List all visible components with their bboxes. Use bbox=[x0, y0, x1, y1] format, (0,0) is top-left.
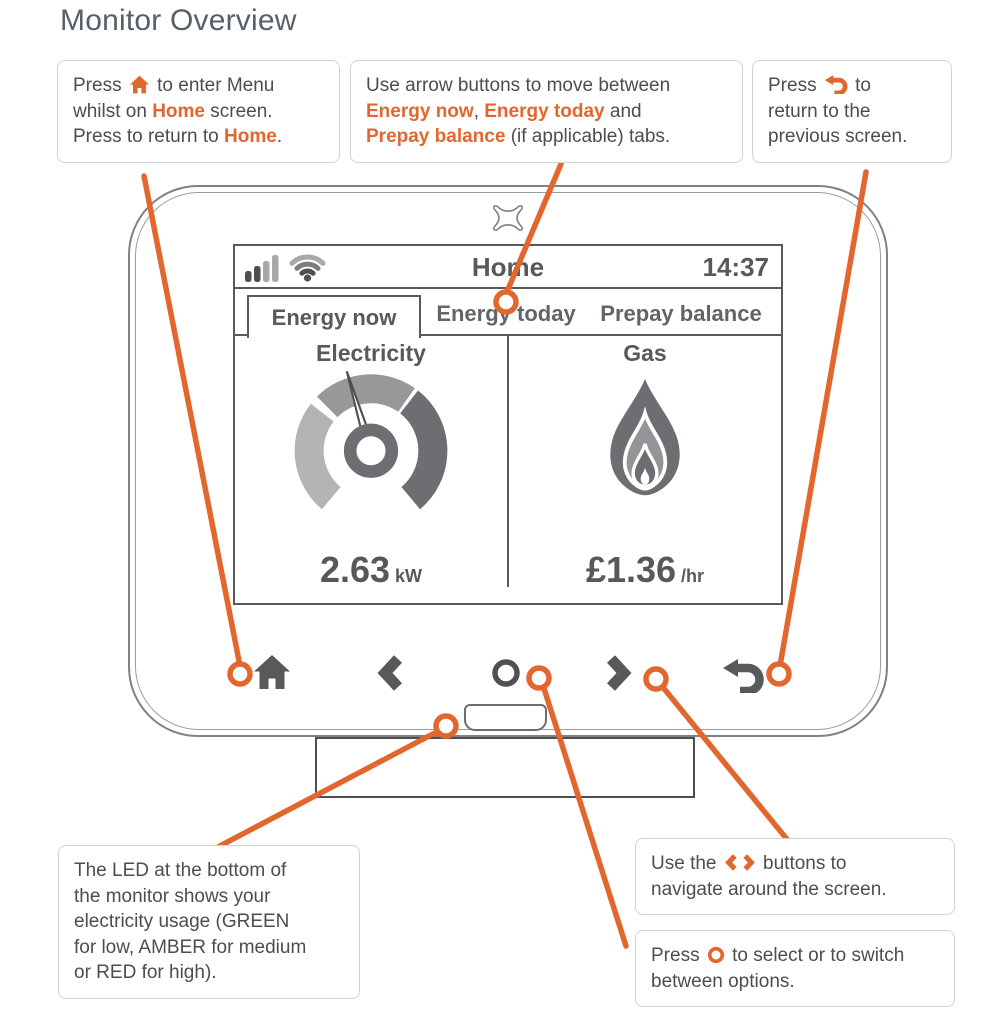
device-screen: Home 14:37 Energy now Energy today Prepa… bbox=[233, 244, 783, 605]
device-stand bbox=[315, 737, 695, 798]
select-button[interactable] bbox=[491, 658, 521, 693]
callout-select: Press to select or to switch between opt… bbox=[635, 930, 955, 1007]
panel-divider bbox=[507, 336, 509, 587]
home-icon bbox=[254, 655, 290, 689]
chevron-right-icon bbox=[606, 655, 632, 691]
home-icon bbox=[129, 75, 149, 94]
callout-navigate: Use the buttons to navigate around the s… bbox=[635, 838, 955, 915]
callout-back-button: Press to return to the previous screen. bbox=[752, 60, 952, 163]
arrow-right-button[interactable] bbox=[604, 653, 634, 698]
undo-icon bbox=[824, 75, 848, 94]
tab-bar: Energy now Energy today Prepay balance bbox=[235, 289, 781, 338]
gas-panel: Gas £1.36/hr bbox=[509, 336, 781, 599]
callout-led: The LED at the bottom of the monitor sho… bbox=[58, 845, 360, 999]
page-title: Monitor Overview bbox=[60, 4, 297, 37]
brand-logo-icon bbox=[493, 204, 523, 232]
circle-o-icon bbox=[707, 946, 724, 964]
circle-o-icon bbox=[492, 659, 520, 687]
signal-bars-icon bbox=[245, 255, 279, 282]
gauge-hub bbox=[343, 423, 399, 478]
status-bar: Home 14:37 bbox=[235, 246, 781, 289]
callout-press-home: Press to enter Menu whilst on Home scree… bbox=[57, 60, 340, 163]
back-button[interactable] bbox=[722, 657, 764, 698]
chevron-right-icon bbox=[743, 854, 755, 871]
gas-value: £1.36/hr bbox=[585, 549, 705, 590]
callout-arrow-tabs: Use arrow buttons to move between Energy… bbox=[350, 60, 743, 163]
tab-energy-today[interactable]: Energy today bbox=[436, 301, 576, 326]
wifi-icon bbox=[289, 254, 326, 282]
screen-title: Home bbox=[471, 252, 545, 282]
tab-energy-now[interactable]: Energy now bbox=[247, 295, 421, 338]
arrow-left-button[interactable] bbox=[375, 653, 405, 698]
electricity-gauge bbox=[282, 369, 460, 522]
electricity-label: Electricity bbox=[316, 340, 426, 366]
chevron-left-icon bbox=[724, 854, 737, 871]
clock: 14:37 bbox=[702, 252, 770, 282]
energy-monitor-device: Home 14:37 Energy now Energy today Prepa… bbox=[128, 185, 888, 737]
home-button[interactable] bbox=[252, 652, 292, 697]
tab-prepay-balance[interactable]: Prepay balance bbox=[600, 301, 762, 326]
chevron-left-icon bbox=[377, 655, 403, 691]
undo-icon bbox=[723, 659, 764, 696]
led-indicator bbox=[464, 704, 547, 731]
gas-flame-icon bbox=[597, 377, 693, 506]
gas-label: Gas bbox=[623, 340, 667, 366]
